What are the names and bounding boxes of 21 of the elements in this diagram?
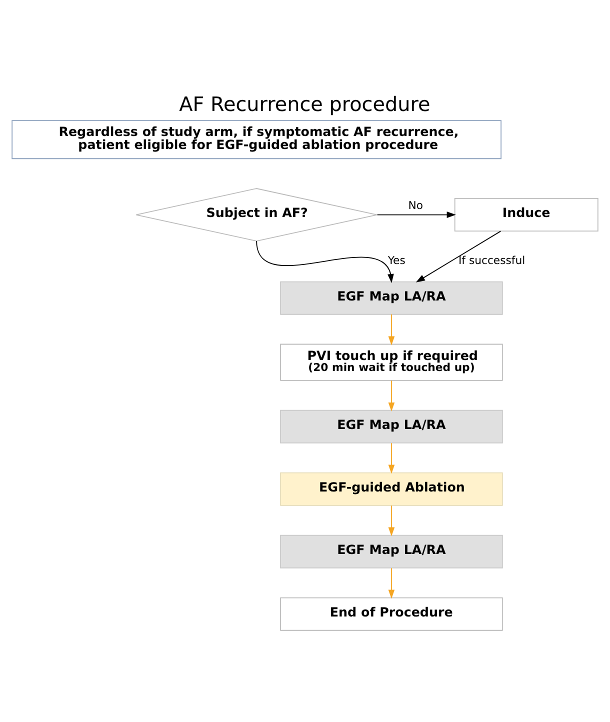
- arrow: [388, 505, 395, 536]
- arrow: [376, 212, 456, 218]
- diagram-title: AF Recurrence procedure: [179, 93, 430, 116]
- node-box: EGF Map LA/RA: [280, 534, 503, 568]
- node-box: PVI touch up if required (20 min wait if touched up): [280, 344, 503, 381]
- node-box: EGF Map LA/RA: [280, 281, 503, 315]
- edge-label: If successful: [458, 254, 526, 268]
- node-box: EGF Map LA/RA: [280, 410, 503, 444]
- node-diamond: Subject in AF?: [136, 188, 378, 242]
- arrow: [388, 568, 395, 599]
- arrow: [416, 230, 502, 282]
- node-box: Induce: [454, 198, 598, 232]
- node-box: Regardless of study arm, if symptomatic AF recurrence, patient eligible for EGF-guided ablation procedure: [12, 120, 502, 160]
- arrow: [388, 442, 395, 474]
- edge-label: Yes: [388, 254, 406, 268]
- arrow: [388, 380, 395, 412]
- arrow: [256, 240, 394, 284]
- edge-label: No: [408, 198, 424, 212]
- node-box: End of Procedure: [280, 597, 503, 631]
- arrow: [388, 314, 395, 346]
- node-box: EGF-guided Ablation: [280, 472, 503, 506]
